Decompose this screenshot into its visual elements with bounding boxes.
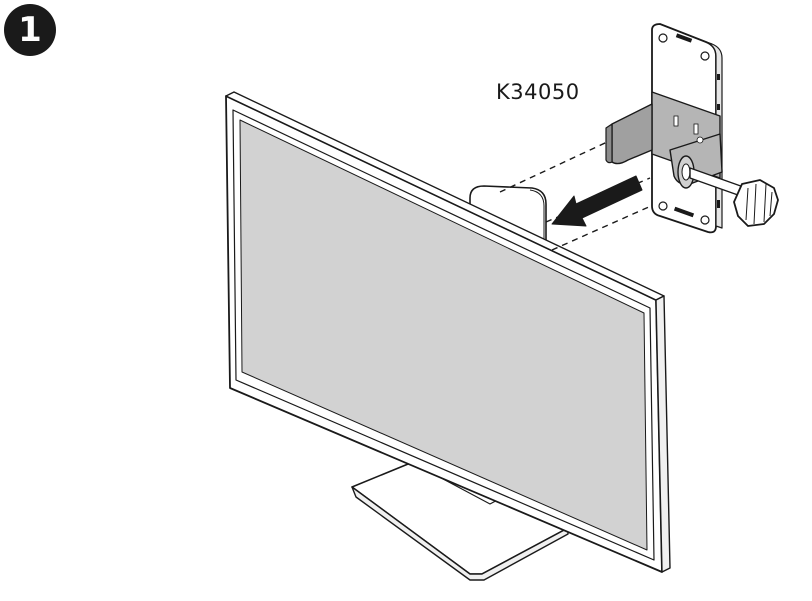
direction-arrow — [551, 175, 643, 227]
monitor-screen — [239, 119, 648, 551]
monitor — [225, 91, 671, 573]
part-number-label: K34050 — [496, 80, 580, 104]
thumbscrew-knob — [689, 167, 779, 227]
mounting-bracket — [605, 91, 723, 189]
step-number-badge: 1 — [4, 4, 56, 56]
